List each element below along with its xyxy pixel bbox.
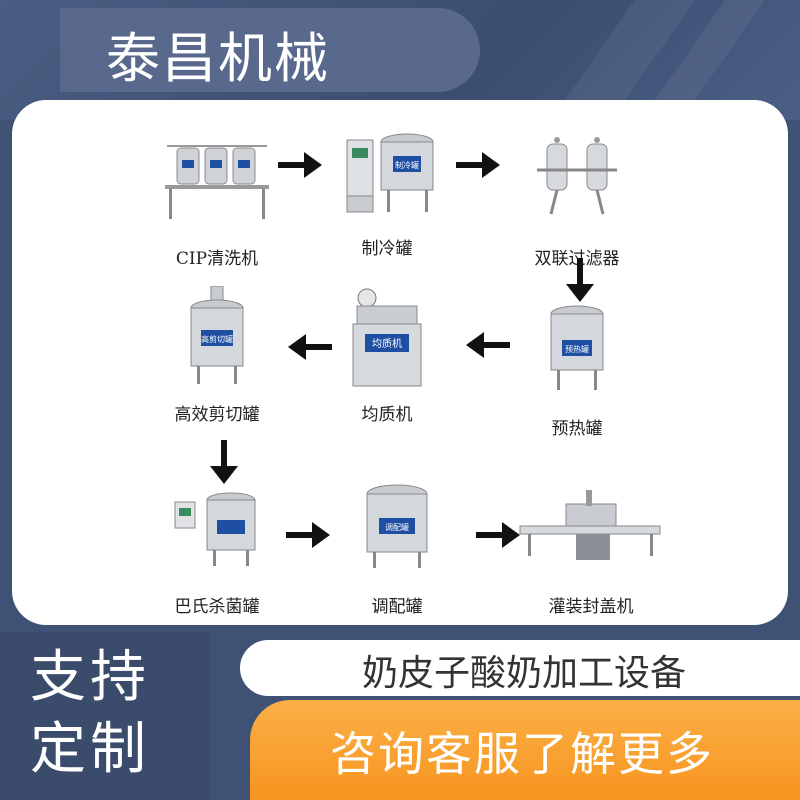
product-subtitle: 奶皮子酸奶加工设备: [362, 653, 687, 694]
step-label: 灌装封盖机: [548, 597, 634, 617]
step-mixing-tank: 调配罐 调配罐: [312, 478, 482, 617]
step-label: 预热罐: [551, 419, 603, 439]
step-cip-cleaner: CIP清洗机: [132, 130, 302, 269]
arrow-left-icon: [466, 332, 510, 358]
cooling-tank-image: 制冷罐: [327, 120, 447, 230]
step-label: 高效剪切罐: [174, 405, 260, 425]
high-shear-tank-image: 高剪切罐: [157, 285, 277, 396]
duplex-filter-image: [517, 130, 637, 230]
brand-pill: [60, 8, 480, 92]
custom-badge: [0, 632, 210, 800]
high-shear-tank-plate: 高剪切罐: [201, 334, 233, 344]
step-label: 制冷罐: [361, 239, 413, 259]
custom-badge-line1: 支持: [30, 645, 150, 710]
arrow-down-icon: [566, 258, 594, 302]
brand-title: 泰昌机械: [106, 27, 330, 90]
step-duplex-filter: 双联过滤器: [492, 130, 662, 269]
arrow-right-icon: [278, 152, 322, 178]
cta-banner: [250, 700, 800, 800]
preheat-tank-plate: 预热罐: [565, 344, 589, 354]
subtitle-banner: [240, 640, 800, 696]
arrow-right-icon: [476, 522, 520, 548]
preheat-tank-image: 预热罐: [517, 300, 637, 400]
step-homogenizer: 均质机 均质机: [302, 286, 472, 425]
step-preheat-tank: 预热罐 预热罐: [492, 300, 662, 439]
step-label: 调配罐: [371, 597, 423, 617]
step-filling-capping-machine: 灌装封盖机: [506, 478, 676, 617]
step-label: 巴氏杀菌罐: [174, 597, 260, 617]
mixing-tank-image: 调配罐: [337, 478, 457, 578]
cip-cleaner-image: [157, 130, 277, 230]
cta-text: 咨询客服了解更多: [330, 727, 714, 781]
mixing-tank-plate: 调配罐: [385, 522, 409, 532]
arrow-right-icon: [286, 522, 330, 548]
cooling-tank-plate: 制冷罐: [395, 160, 419, 170]
step-pasteurizer-tank: 巴氏杀菌罐: [132, 478, 302, 617]
arrow-down-icon: [210, 440, 238, 484]
step-cooling-tank: 制冷罐 制冷罐: [302, 120, 472, 259]
arrow-left-icon: [288, 334, 332, 360]
step-label: 均质机: [361, 405, 413, 425]
pasteurizer-tank-image: [157, 478, 277, 578]
arrow-right-icon: [456, 152, 500, 178]
filling-machine-image: [516, 478, 666, 578]
homogenizer-plate: 均质机: [372, 337, 402, 350]
step-label: CIP清洗机: [175, 249, 259, 269]
custom-badge-line2: 定制: [30, 717, 150, 782]
homogenizer-image: 均质机: [327, 286, 447, 396]
step-high-shear-tank: 高剪切罐 高效剪切罐: [132, 285, 302, 425]
